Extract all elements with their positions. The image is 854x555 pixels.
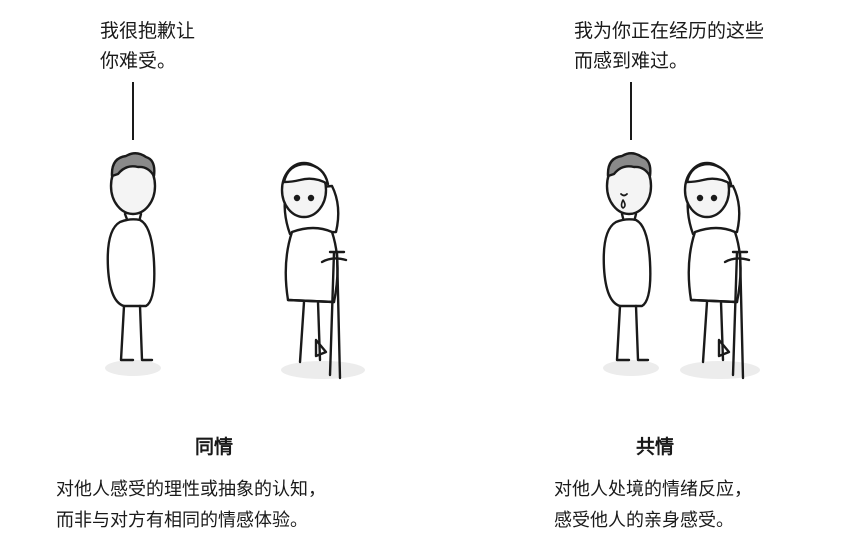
description-line: 对他人感受的理性或抽象的认知， xyxy=(56,479,326,500)
empathy-panel: 我为你正在经历的这些 而感到难过。 xyxy=(427,0,854,555)
speech-line: 你难受。 xyxy=(100,50,177,72)
ground-shadow xyxy=(105,360,161,376)
ground-shadow xyxy=(281,361,365,379)
ground-shadow xyxy=(603,360,659,376)
woman-hair xyxy=(282,162,330,186)
bandaged-foot xyxy=(314,338,328,358)
empathy-description: 对他人处境的情绪反应， 感受他人的亲身感受。 xyxy=(554,474,752,536)
ground-shadow xyxy=(680,361,760,379)
sympathy-illustration xyxy=(105,82,365,380)
sympathy-speech-text: 我很抱歉让 你难受。 xyxy=(100,16,195,76)
empathy-illustration xyxy=(602,82,760,380)
crutch xyxy=(328,250,346,380)
description-line: 对他人处境的情绪反应， xyxy=(554,479,752,500)
man-figure xyxy=(106,152,157,362)
woman-dress xyxy=(687,226,742,304)
speech-line: 而感到难过。 xyxy=(574,50,689,72)
man-hair xyxy=(110,152,156,178)
description-line: 而非与对方有相同的情感体验。 xyxy=(56,510,308,531)
sympathy-panel: 我很抱歉让 你难受。 xyxy=(56,16,365,536)
empathy-title: 共情 xyxy=(635,436,674,458)
woman-figure xyxy=(280,161,348,380)
bandaged-foot xyxy=(717,338,731,358)
description-line: 感受他人的亲身感受。 xyxy=(554,510,734,531)
man-body xyxy=(106,218,156,308)
speech-line: 我很抱歉让 xyxy=(100,20,196,42)
man-hair xyxy=(606,152,652,178)
man-body xyxy=(602,218,652,308)
empathy-speech-text: 我为你正在经历的这些 而感到难过。 xyxy=(574,16,764,76)
sympathy-title: 同情 xyxy=(194,436,233,458)
crutch xyxy=(731,250,749,380)
man-figure xyxy=(602,152,653,362)
woman-hair xyxy=(685,162,733,186)
woman-figure xyxy=(683,161,751,380)
sympathy-description: 对他人感受的理性或抽象的认知， 而非与对方有相同的情感体验。 xyxy=(56,474,326,536)
speech-line: 我为你正在经历的这些 xyxy=(574,20,765,42)
woman-dress xyxy=(284,226,339,304)
tear xyxy=(620,199,626,209)
